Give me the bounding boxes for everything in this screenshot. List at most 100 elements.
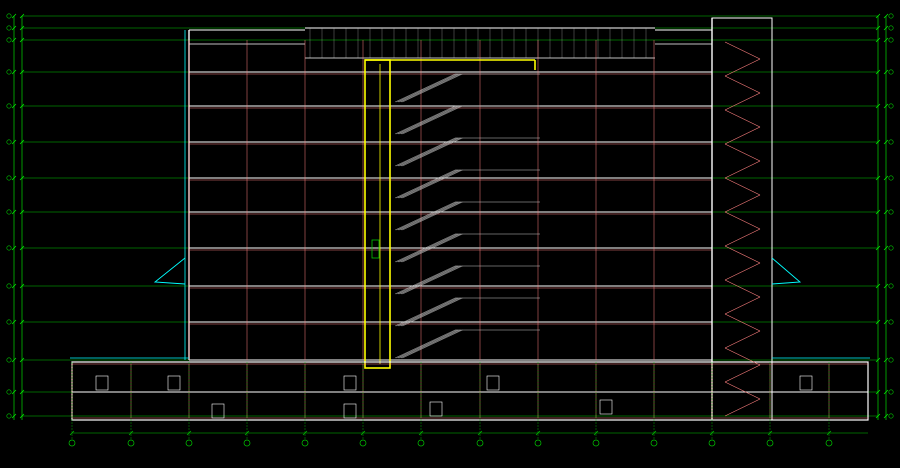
dimension-tick	[19, 413, 25, 419]
axis-bubble	[243, 439, 251, 447]
stair-tower-flight	[724, 347, 761, 366]
stair-flight	[394, 265, 456, 295]
level-marker-right	[888, 283, 894, 289]
level-marker-right	[888, 139, 894, 145]
stair-flight	[396, 169, 457, 199]
level-marker-right	[888, 413, 894, 419]
stair-flight	[394, 105, 456, 135]
level-marker-right	[888, 13, 894, 19]
dimension-tick	[11, 209, 17, 215]
level-marker-right	[888, 209, 894, 215]
stair-tower-flight	[724, 143, 761, 162]
dimension-tick	[19, 175, 25, 181]
axis-dimension-tick	[302, 430, 308, 436]
dimension-tick	[11, 13, 17, 19]
level-marker-right	[888, 319, 894, 325]
stair-flight	[402, 201, 463, 231]
level-marker-left	[6, 25, 12, 31]
stair-tower-flight	[724, 296, 761, 315]
dimension-tick	[875, 69, 881, 75]
stair-flight	[400, 169, 462, 199]
dimension-tick	[19, 283, 25, 289]
stair-flight	[394, 233, 456, 263]
axis-dimension-tick	[418, 430, 424, 436]
dimension-tick	[875, 245, 881, 251]
stair-flight	[402, 105, 463, 135]
axis-bubble	[825, 439, 833, 447]
axis-dimension-tick	[593, 430, 599, 436]
dimension-tick	[19, 69, 25, 75]
axis-dimension-tick	[244, 430, 250, 436]
axis-bubble	[359, 439, 367, 447]
stair-tower-flight	[724, 228, 761, 247]
stair-flight	[402, 169, 463, 199]
stair-flight	[402, 329, 463, 359]
stair-flight	[399, 329, 460, 359]
axis-bubble	[534, 439, 542, 447]
axis-bubble	[68, 439, 76, 447]
stair-flight	[394, 297, 456, 327]
stair-tower-flight	[724, 109, 761, 128]
level-marker-left	[6, 319, 12, 325]
dimension-tick	[19, 139, 25, 145]
dimension-tick	[875, 413, 881, 419]
dimension-tick	[11, 175, 17, 181]
dimension-tick	[19, 209, 25, 215]
dimension-tick	[19, 319, 25, 325]
stair-flight	[396, 297, 457, 327]
stair-tower-flight	[724, 58, 761, 77]
stair-tower-flight	[724, 364, 761, 383]
stair-flight	[396, 105, 457, 135]
dimension-chains	[11, 13, 889, 420]
stair-flight	[399, 201, 460, 231]
dimension-tick	[875, 103, 881, 109]
stair-tower-flight	[724, 194, 761, 213]
dimension-tick	[883, 69, 889, 75]
dimension-tick	[883, 209, 889, 215]
axis-dimension-tick	[651, 430, 657, 436]
stair-tower-flight	[724, 279, 761, 298]
stair-flight	[397, 233, 459, 263]
dimension-tick	[883, 245, 889, 251]
stair-flight	[402, 137, 463, 167]
dimension-tick	[19, 13, 25, 19]
dimension-tick	[875, 283, 881, 289]
dimension-tick	[11, 69, 17, 75]
stair-flight	[400, 105, 462, 135]
stair-flight	[394, 201, 456, 231]
stair-flight	[399, 137, 460, 167]
axis-dimension-tick	[767, 430, 773, 436]
dimension-tick	[883, 357, 889, 363]
dimension-tick	[875, 357, 881, 363]
dimension-tick	[19, 25, 25, 31]
level-marker-right	[888, 37, 894, 43]
door	[343, 375, 357, 391]
level-marker-left	[6, 245, 12, 251]
level-marker-right	[888, 175, 894, 181]
stair-tower-flight	[724, 75, 761, 94]
axis-bubble	[708, 439, 716, 447]
dimension-tick	[875, 175, 881, 181]
axis-bubble	[766, 439, 774, 447]
stair-tower-flight	[724, 330, 761, 349]
door	[343, 403, 357, 419]
axis-dimension-tick	[128, 430, 134, 436]
dimension-tick	[19, 103, 25, 109]
canopy-left	[153, 257, 186, 285]
stair-tower-flight	[724, 160, 761, 179]
dimension-tick	[11, 413, 17, 419]
stair-flight	[397, 265, 459, 295]
stair-flight	[402, 297, 463, 327]
level-marker-right	[888, 69, 894, 75]
stair-tower-flight	[724, 313, 761, 332]
level-marker-right	[888, 389, 894, 395]
dimension-tick	[883, 13, 889, 19]
stair-flight	[399, 265, 460, 295]
axis-dimension-tick	[477, 430, 483, 436]
stair-flight	[394, 329, 456, 359]
door	[429, 401, 443, 417]
axis-bubble	[650, 439, 658, 447]
dimension-tick	[11, 283, 17, 289]
level-marker-left	[6, 413, 12, 419]
dimension-tick	[11, 319, 17, 325]
